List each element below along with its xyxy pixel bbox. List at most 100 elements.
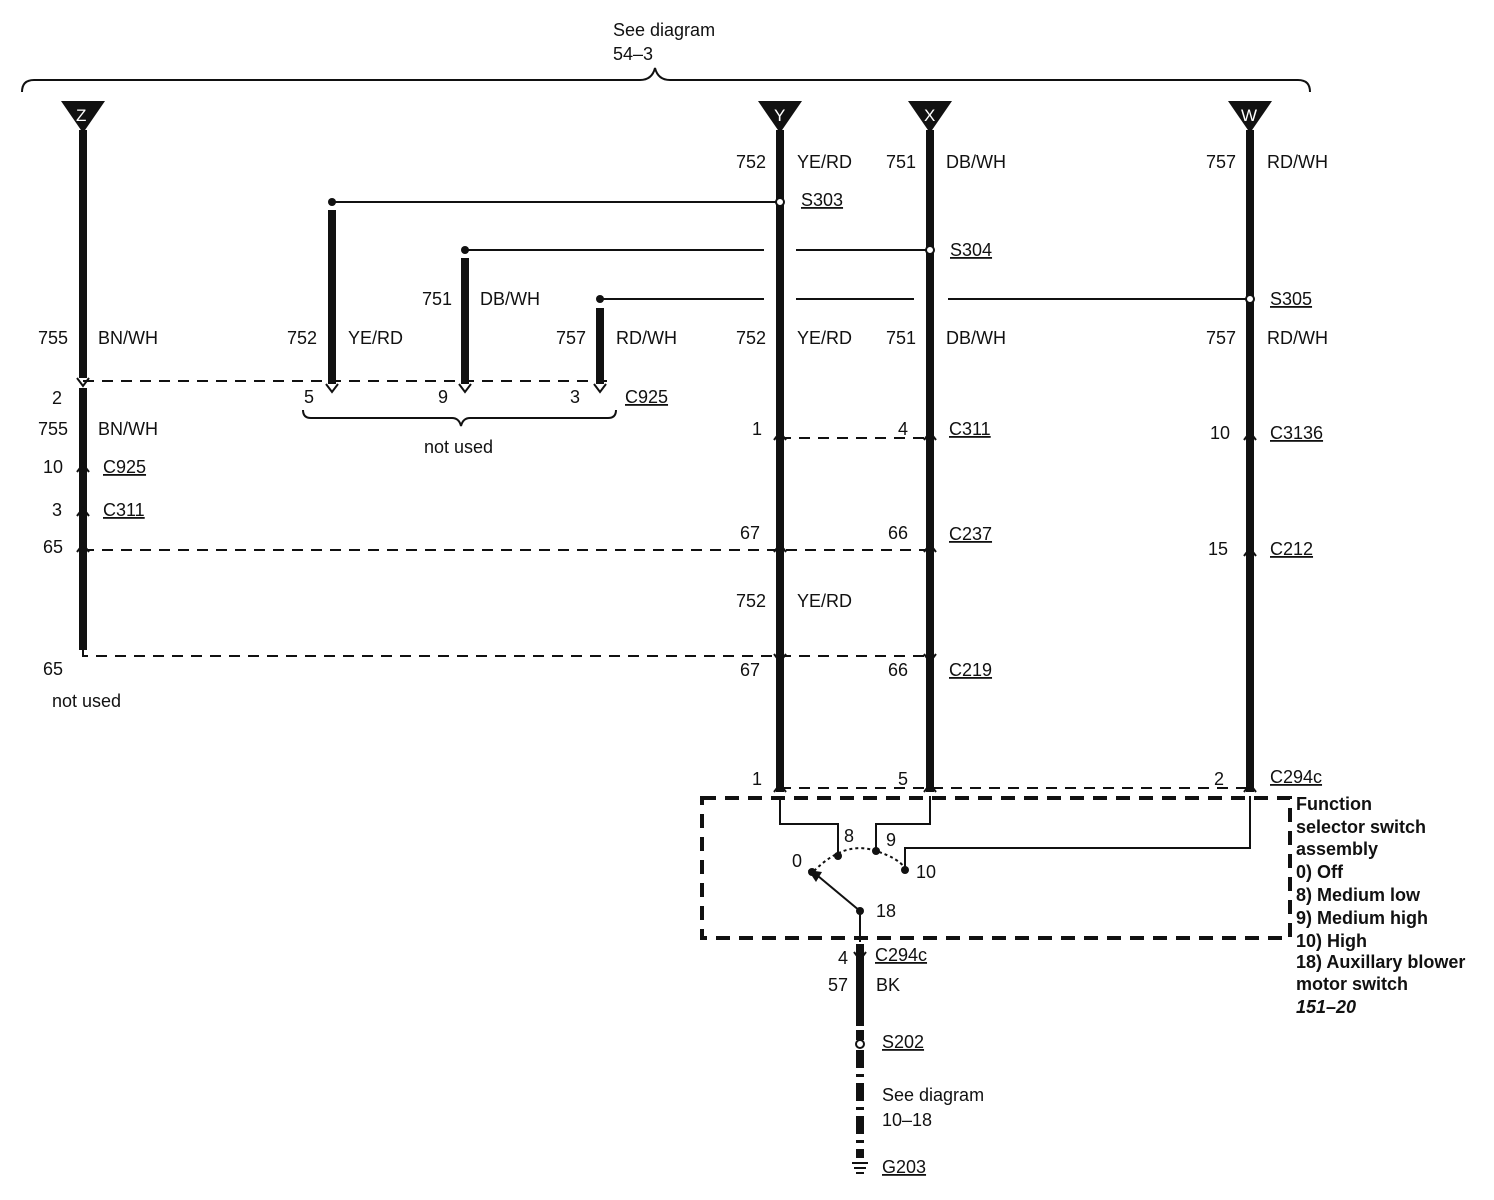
pin-66-c237: 66	[888, 523, 908, 543]
label-c925-top: C925	[625, 387, 668, 407]
label-s305: S305	[1270, 289, 1312, 309]
label-rdwh-mid: RD/WH	[1267, 328, 1328, 348]
label-yerd-mid: YE/RD	[797, 328, 852, 348]
switch-legend-9: 9) Medium high	[1296, 908, 1428, 928]
top-see-diagram-line2: 54–3	[613, 44, 653, 64]
switch-arc	[813, 847, 906, 872]
ground-symbol-icon	[852, 1162, 868, 1174]
label-757-mid: 757	[1206, 328, 1236, 348]
switch-wire-pos9	[875, 796, 931, 851]
switch-pos-9: 9	[886, 830, 896, 850]
switch-legend-0: 0) Off	[1296, 862, 1344, 882]
label-752-top: 752	[736, 152, 766, 172]
label-s304: S304	[950, 240, 992, 260]
label-751-mid: 751	[886, 328, 916, 348]
label-rdwh-stub: RD/WH	[616, 328, 677, 348]
pin-5-c925: 5	[304, 387, 314, 407]
switch-legend-10: 10) High	[1296, 931, 1367, 951]
label-c294c-top: C294c	[1270, 767, 1322, 787]
pin-chevron-z-c925	[76, 377, 90, 388]
pin-2: 2	[52, 388, 62, 408]
pin-65-c219: 65	[43, 659, 63, 679]
function-selector-switch-box	[700, 796, 1292, 940]
switch-contact-10	[901, 866, 909, 874]
terminal-y: Y	[758, 101, 802, 133]
svg-text:X: X	[924, 106, 935, 125]
label-yerd-stub: YE/RD	[348, 328, 403, 348]
label-not-used-c925: not used	[424, 437, 493, 457]
switch-title-1: Function	[1296, 794, 1372, 814]
pin-9-c925: 9	[438, 387, 448, 407]
switch-pos-10: 10	[916, 862, 936, 882]
splice-s305-dot	[1245, 294, 1255, 304]
label-dbwh-mid: DB/WH	[946, 328, 1006, 348]
terminal-x: X	[908, 101, 952, 133]
label-c311: C311	[949, 419, 991, 439]
pin-chevron-z-c925b	[76, 462, 90, 473]
svg-text:Z: Z	[76, 106, 86, 125]
switch-title-2: selector switch	[1296, 817, 1426, 837]
pin-65-c237: 65	[43, 537, 63, 557]
label-g203: G203	[882, 1157, 926, 1177]
svg-text:W: W	[1241, 106, 1257, 125]
bottom-see-diagram-line1: See diagram	[882, 1085, 984, 1105]
label-57: 57	[828, 975, 848, 995]
top-brace	[21, 67, 1311, 93]
pin-10-c3136: 10	[1210, 423, 1230, 443]
pin-4-c294c: 4	[838, 948, 848, 968]
label-c212: C212	[1270, 539, 1313, 559]
label-752-mid: 752	[736, 328, 766, 348]
top-see-diagram-line1: See diagram	[613, 20, 715, 40]
pin-5-c294c: 5	[898, 769, 908, 789]
not-used-brace	[302, 409, 617, 427]
label-751-top: 751	[886, 152, 916, 172]
bottom-see-diagram-line2: 10–18	[882, 1110, 932, 1130]
label-752-stub: 752	[287, 328, 317, 348]
label-yerd-top: YE/RD	[797, 152, 852, 172]
switch-pos-0: 0	[792, 851, 802, 871]
connector-c219-dashline	[82, 650, 930, 657]
label-757-stub: 757	[556, 328, 586, 348]
switch-blade	[817, 875, 861, 912]
splice-s304-dot	[925, 245, 935, 255]
switch-legend-8: 8) Medium low	[1296, 885, 1421, 905]
pin-67-c219: 67	[740, 660, 760, 680]
splice-s303-dot	[775, 197, 785, 207]
pin-chevron-z-c311	[76, 506, 90, 517]
pin-3-c925: 3	[570, 387, 580, 407]
label-751-stub: 751	[422, 289, 452, 309]
pin-2-c294c: 2	[1214, 769, 1224, 789]
pin-66-c219: 66	[888, 660, 908, 680]
label-752-lower: 752	[736, 591, 766, 611]
pin-chevron-c294c-bottom	[853, 951, 867, 962]
pin-1-c294c: 1	[752, 769, 762, 789]
label-c294c-bottom: C294c	[875, 945, 927, 965]
label-c237: C237	[949, 524, 992, 544]
switch-contact-9	[872, 847, 880, 855]
label-c925-z: C925	[103, 457, 146, 477]
label-rdwh-top: RD/WH	[1267, 152, 1328, 172]
switch-wire-pos10	[904, 796, 1251, 868]
label-s202: S202	[882, 1032, 924, 1052]
label-755-lower: 755	[38, 419, 68, 439]
terminal-w: W	[1228, 101, 1272, 133]
switch-legend-18: 18) Auxillary blower	[1296, 952, 1465, 972]
label-bnwh-mid: BN/WH	[98, 328, 158, 348]
switch-ref: 151–20	[1296, 997, 1356, 1017]
pin-3-z: 3	[52, 500, 62, 520]
switch-pos-8: 8	[844, 826, 854, 846]
label-s303: S303	[801, 190, 843, 210]
label-757-top: 757	[1206, 152, 1236, 172]
label-dbwh-stub: DB/WH	[480, 289, 540, 309]
label-c3136: C3136	[1270, 423, 1323, 443]
pin-chevron-c3136	[1243, 430, 1257, 441]
label-yerd-lower: YE/RD	[797, 591, 852, 611]
switch-wire-pos8	[779, 796, 839, 856]
pin-67-c237: 67	[740, 523, 760, 543]
switch-legend-18b: motor switch	[1296, 974, 1408, 994]
switch-blade-arrow	[808, 870, 822, 882]
label-c311-z: C311	[103, 500, 145, 520]
pin-4-c311: 4	[898, 419, 908, 439]
label-bk: BK	[876, 975, 900, 995]
